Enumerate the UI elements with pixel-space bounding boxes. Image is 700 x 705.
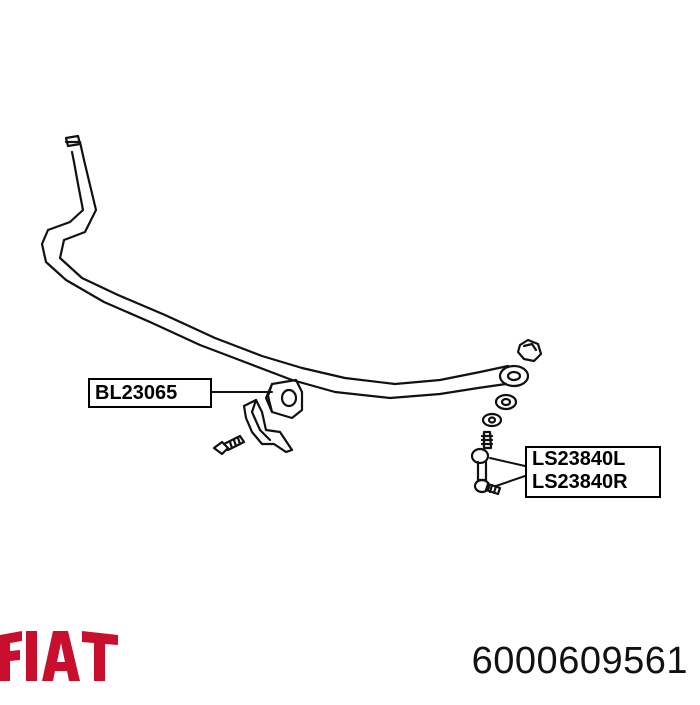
end-nut	[516, 338, 543, 363]
stabilizer-link-lower-ball	[473, 478, 491, 494]
lower-washer	[481, 412, 503, 428]
bracket	[242, 398, 294, 454]
fiat-logo: FIAT	[0, 631, 118, 681]
fiat-logo-mark	[0, 631, 118, 681]
callout-bushing: BL23065	[88, 378, 212, 408]
stabilizer-bar-lower-edge	[40, 150, 508, 400]
bar-end-eye	[498, 364, 530, 388]
upper-washer	[494, 393, 518, 411]
callout-link-left-text: LS23840L	[532, 448, 626, 470]
callout-link: LS23840L LS23840R	[525, 446, 661, 498]
stabilizer-link-upper-stud	[482, 430, 493, 450]
link-leader-upper	[489, 457, 526, 467]
callout-link-right-text: LS23840R	[532, 471, 628, 493]
bolt	[212, 440, 230, 456]
stabilizer-link-upper-ball	[470, 447, 490, 465]
part-number: 6000609561	[471, 640, 688, 682]
stabilizer-bar-upper-edge	[58, 140, 510, 386]
callout-bushing-text: BL23065	[95, 382, 178, 404]
bushing	[264, 378, 304, 420]
stabilizer-link-shaft	[476, 460, 488, 482]
link-leader-lower	[495, 475, 526, 487]
